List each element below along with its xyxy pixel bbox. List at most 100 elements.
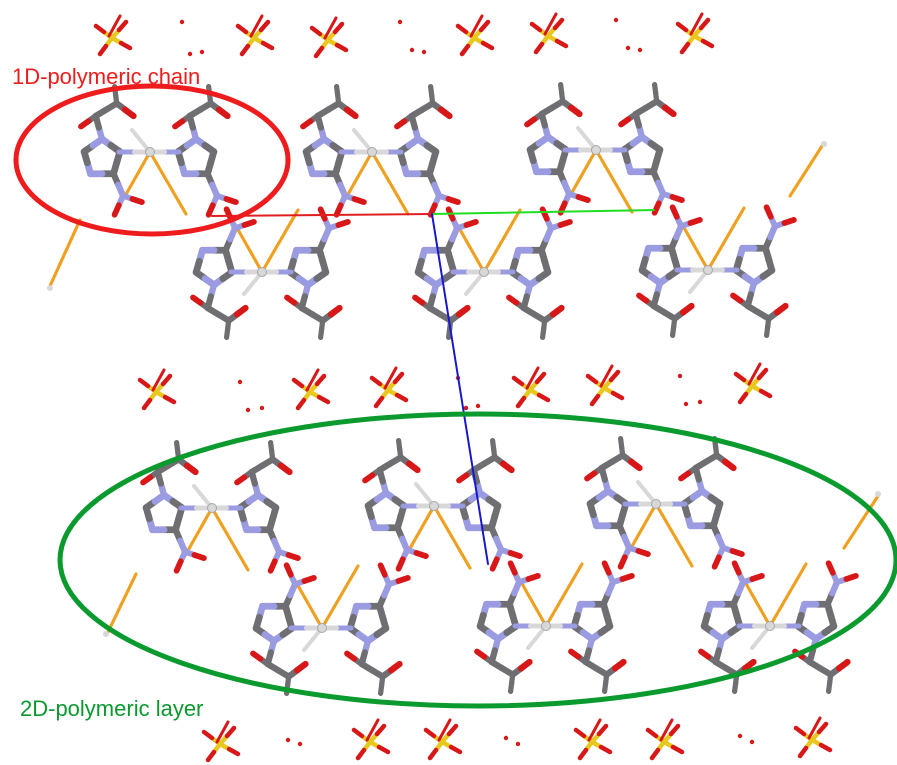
ligand-fragment [284, 206, 351, 341]
sulfate-ion [369, 366, 409, 409]
sulfate-ion [793, 716, 833, 759]
hydrogen-bond [706, 206, 746, 272]
sulfate-ion [645, 718, 685, 761]
metal-atom [591, 145, 601, 155]
ligand-fragment [792, 560, 859, 695]
ligand-fragment [568, 560, 635, 695]
water-oxygen-dot [409, 47, 415, 53]
hydrogen-atom [821, 141, 827, 147]
hydrogen-bond [320, 564, 360, 630]
ligand-fragment [234, 439, 301, 574]
hydrogen-bond [432, 504, 472, 570]
sulfate-ion [291, 368, 331, 411]
hydrogen-atom [875, 491, 881, 497]
water-oxygen-dot [503, 735, 509, 741]
sulfate-anion-rows [93, 12, 833, 763]
water-oxygen-dot [297, 741, 303, 747]
water-oxygen-dot [285, 737, 291, 743]
water-oxygen-dot [421, 49, 427, 55]
water-oxygen-dot [613, 17, 619, 23]
water-oxygen-dot [625, 45, 631, 51]
layer-label: 2D-polymeric layer [20, 696, 204, 721]
metal-atom [145, 147, 155, 157]
ligand-fragment [474, 560, 541, 695]
sulfate-ion [423, 718, 463, 761]
water-oxygen-dot [199, 49, 205, 55]
hydrogen-bond [210, 506, 250, 572]
water-oxygen-dot [397, 19, 403, 25]
ligand-fragment [172, 83, 239, 218]
unit-cell-axes [211, 209, 655, 565]
ligand-fragment [678, 435, 745, 570]
water-oxygen-dot [677, 373, 683, 379]
metal-atom [367, 147, 377, 157]
sulfate-ion [309, 16, 349, 59]
axis-b-line [431, 209, 655, 215]
metal-atom [317, 623, 327, 633]
water-oxygen-dot [697, 399, 703, 405]
hydrogen-bond [482, 208, 522, 274]
ligand-fragment [524, 81, 591, 216]
water-oxygen-dot [683, 401, 689, 407]
sulfate-ion [511, 366, 551, 409]
hydrogen-bond [768, 562, 808, 628]
water-oxygen-dot [179, 19, 185, 25]
water-oxygen-dot [187, 51, 193, 57]
water-oxygen-dot [749, 739, 755, 745]
sulfate-ion [573, 718, 613, 761]
ligand-fragment [506, 206, 573, 341]
water-oxygen-dot [737, 733, 743, 739]
sulfate-ion [235, 14, 275, 57]
metal-atom [257, 267, 267, 277]
water-oxygen-dots [179, 17, 755, 747]
water-oxygen-dot [515, 741, 521, 747]
metal-atom [479, 267, 489, 277]
chain-label: 1D-polymeric chain [12, 64, 201, 89]
metal-atom [651, 499, 661, 509]
hydrogen-bond [544, 562, 584, 628]
water-oxygen-dot [245, 407, 251, 413]
sulfate-ion [675, 12, 715, 55]
hydrogen-bond [788, 144, 824, 198]
metal-atom [429, 501, 439, 511]
water-oxygen-dot [475, 403, 481, 409]
ligand-fragment [584, 435, 651, 570]
sulfate-ion [585, 364, 625, 407]
metal-centers [47, 141, 881, 637]
sulfate-ion [351, 718, 391, 761]
ligand-fragment [618, 81, 685, 216]
sulfate-ion [529, 12, 569, 55]
hydrogen-bond [106, 572, 138, 634]
coordination-polymer-molecules [78, 81, 859, 697]
ligand-fragment [394, 83, 461, 218]
hydrogen-bond [260, 208, 300, 274]
water-oxygen-dot [259, 405, 265, 411]
annotation-ellipses [13, 83, 897, 709]
hydrogen-bond [148, 150, 188, 216]
sulfate-ion [201, 720, 241, 763]
layer-highlight-ellipse [57, 411, 897, 709]
ligand-fragment [344, 562, 411, 697]
metal-atom [207, 503, 217, 513]
axis-c-line [431, 213, 489, 565]
sulfate-ion [733, 362, 773, 405]
hydrogen-bond [654, 502, 694, 568]
ligand-fragment [300, 83, 367, 218]
hydrogen-bond [594, 148, 634, 214]
ligand-fragment [730, 204, 797, 339]
water-oxygen-dot [237, 379, 243, 385]
water-oxygen-dot [637, 47, 643, 53]
hydrogen-atom [103, 631, 109, 637]
sulfate-ion [93, 14, 133, 57]
hydrogen-bond [842, 494, 880, 550]
ligand-fragment [456, 437, 523, 572]
axis-a-line [211, 213, 433, 217]
hydrogen-atom [47, 285, 53, 291]
water-oxygen-dot [463, 405, 469, 411]
sulfate-ion [455, 14, 495, 57]
sulfate-ion [137, 368, 177, 411]
hydrogen-bond [370, 150, 410, 216]
metal-atom [765, 621, 775, 631]
chain-highlight-ellipse [13, 83, 291, 237]
